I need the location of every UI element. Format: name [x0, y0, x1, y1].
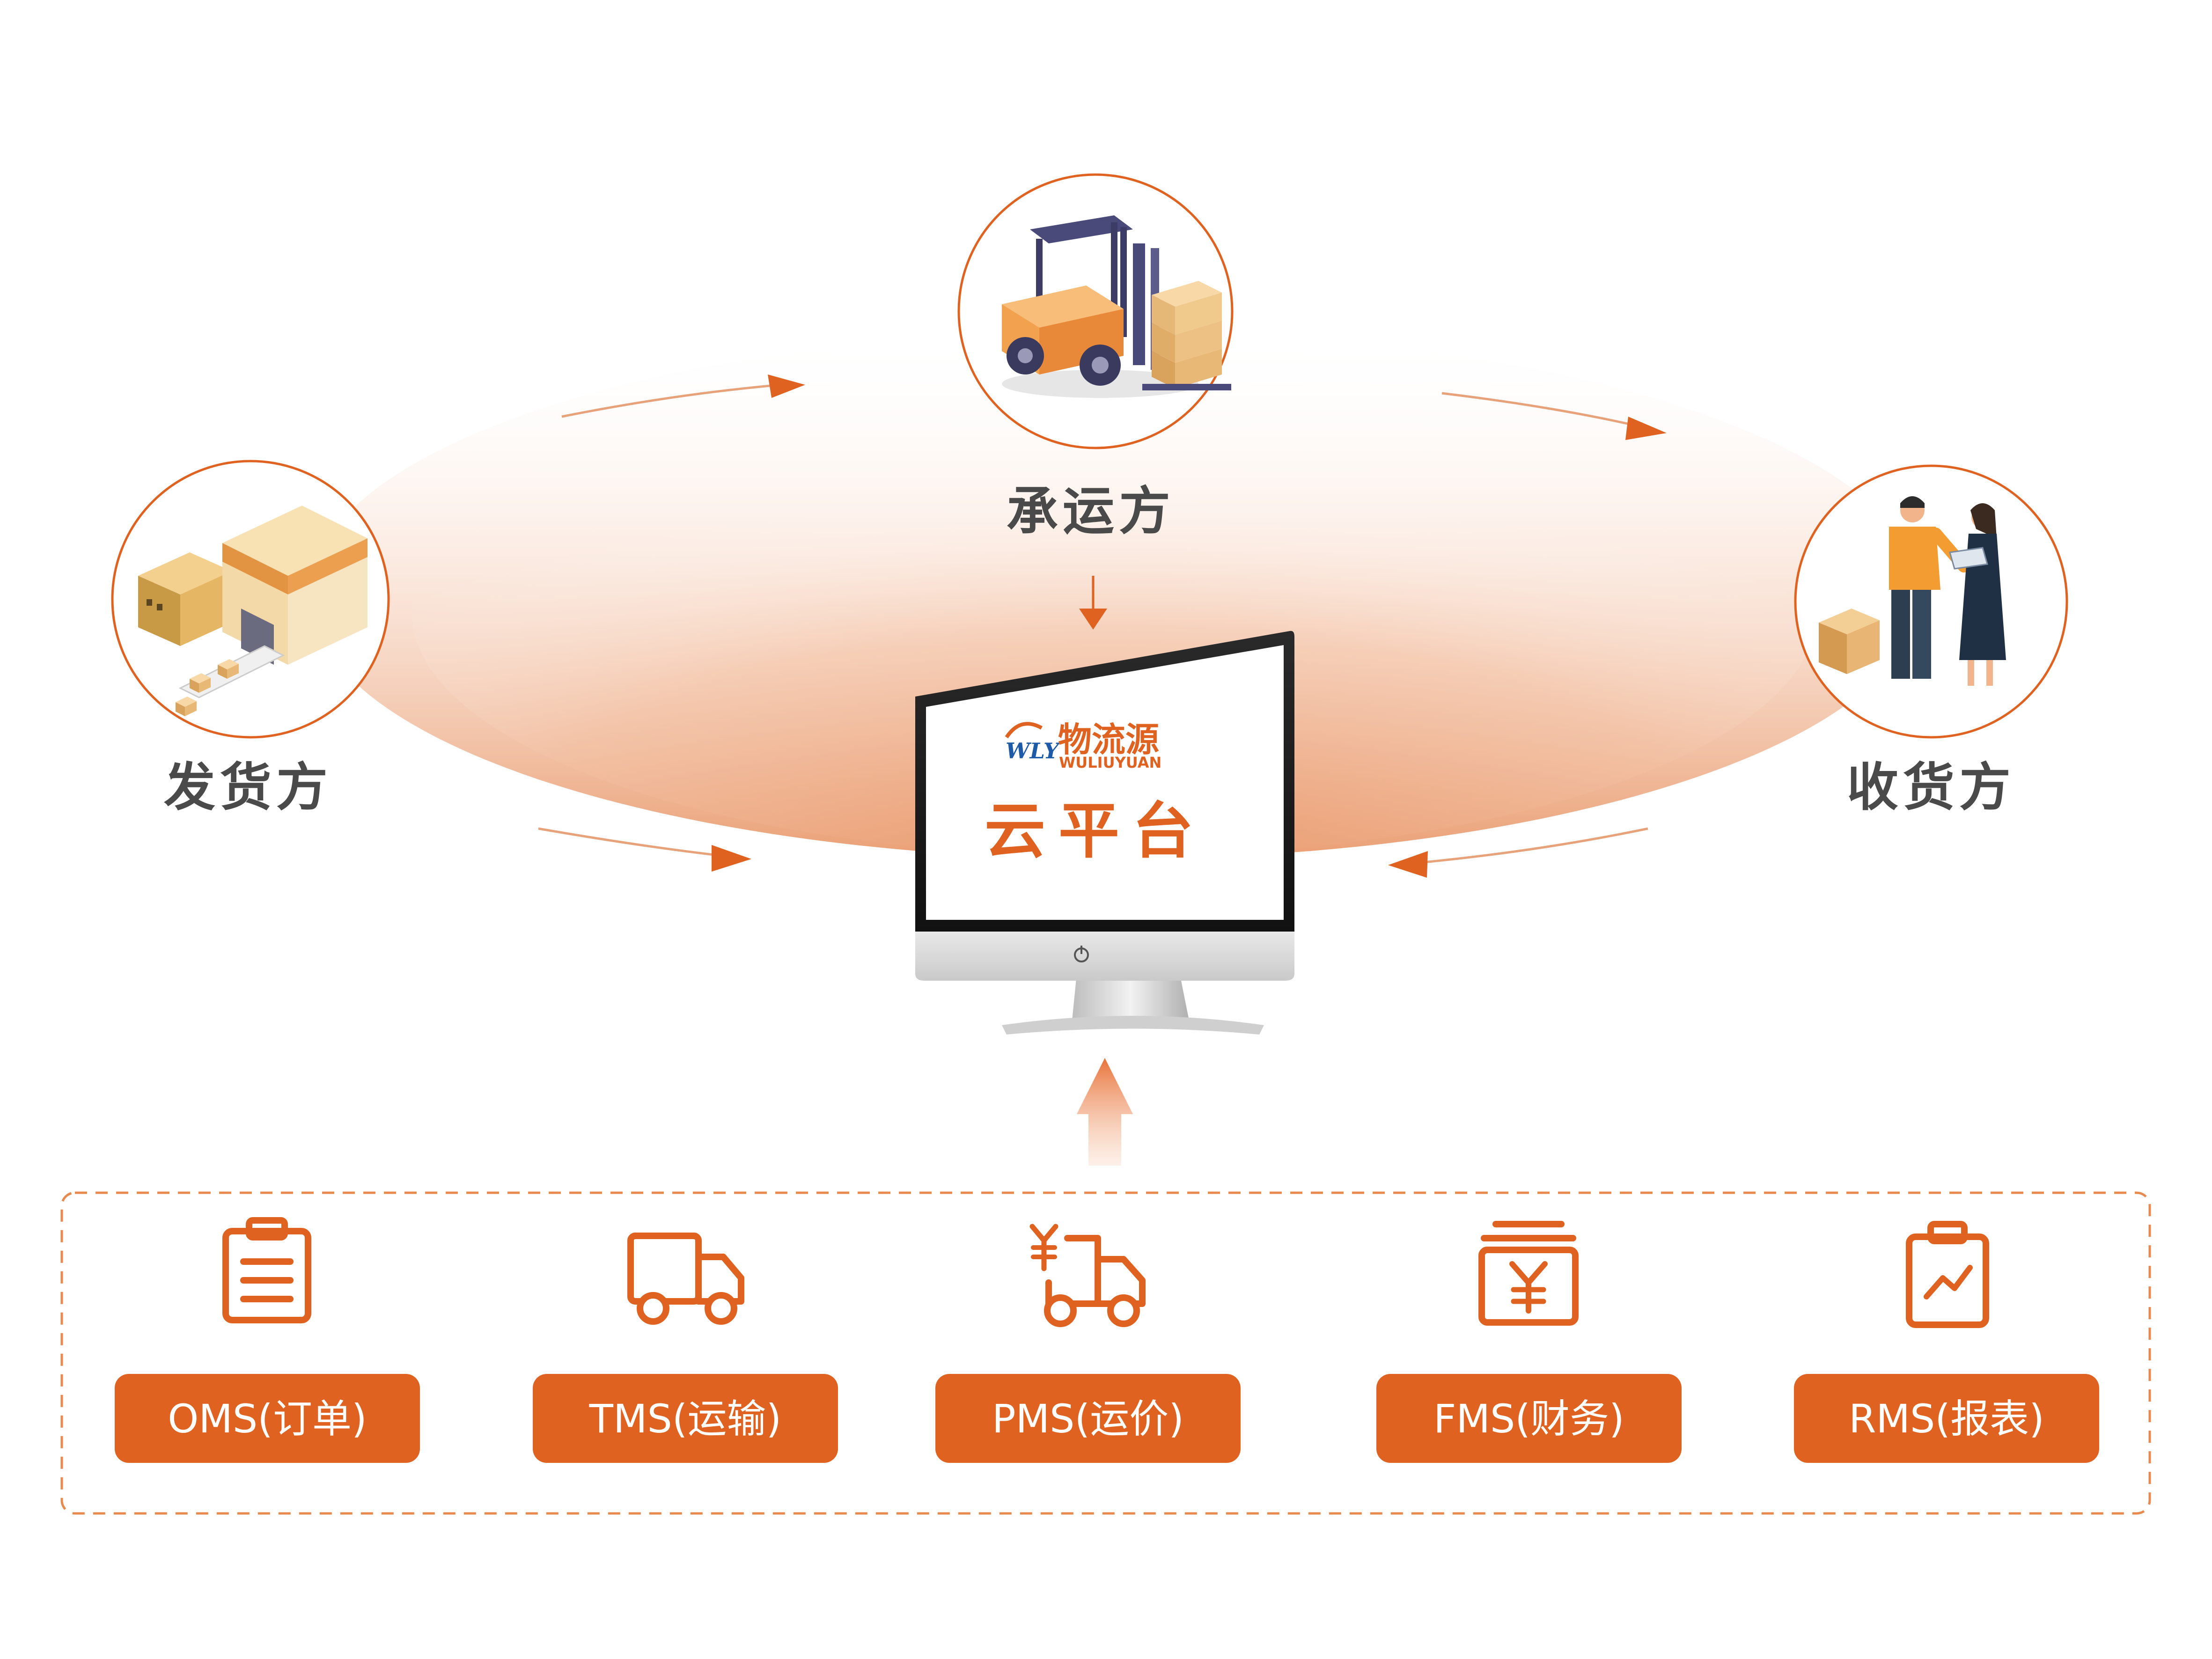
clipboard-chart-icon	[1906, 1221, 1989, 1328]
platform-title: 云平台	[985, 795, 1206, 866]
receiver-label: 收货方	[1847, 757, 2015, 817]
monitor-screen	[926, 645, 1284, 920]
module-label-fms: FMS(财务)	[1433, 1396, 1624, 1442]
delivery-handover-icon	[1819, 496, 2006, 686]
clipboard-list-icon	[222, 1217, 311, 1323]
warehouse-icon	[138, 506, 367, 716]
module-label-oms: OMS(订单)	[168, 1396, 367, 1442]
yuan-truck-icon	[1029, 1224, 1146, 1327]
forklift-icon	[1002, 215, 1231, 398]
logo-cn: 物流源	[1058, 720, 1159, 759]
arrow-shipper-to-carrier	[561, 382, 792, 418]
arrowhead-carrier-to-platform	[1079, 609, 1107, 630]
monitor-chin	[915, 932, 1294, 981]
platform-monitor: WLY 物流源 WULIUYUAN 云平台	[915, 631, 1294, 1035]
module-button-tms[interactable]: TMS(运输)	[533, 1374, 838, 1463]
arrowhead-shipper-to-carrier	[768, 374, 805, 398]
module-label-pms: PMS(运价)	[992, 1396, 1184, 1442]
arrow-shipper-to-platform	[538, 827, 731, 858]
carrier-label: 承运方	[1007, 481, 1175, 541]
module-button-pms[interactable]: PMS(运价)	[935, 1374, 1241, 1463]
modules-panel	[60, 1191, 2151, 1515]
arrowhead-carrier-to-receiver	[1625, 417, 1667, 440]
logo-mark: WLY	[1006, 738, 1061, 763]
logo-en: WULIUYUAN	[1059, 754, 1161, 771]
module-icons	[222, 1217, 1989, 1328]
shipper-node: 发货方	[111, 460, 390, 817]
power-icon	[1074, 946, 1089, 962]
arrow-carrier-to-receiver	[1441, 392, 1648, 430]
module-buttons: OMS(订单) TMS(运输) PMS(运价) FMS(财务) RMS(报表)	[115, 1374, 2099, 1463]
arrowhead-shipper-to-platform	[712, 845, 751, 872]
arrowhead-receiver-to-platform	[1388, 851, 1428, 878]
receiver-node: 收货方	[1794, 464, 2068, 817]
arrow-receiver-to-platform	[1409, 827, 1648, 865]
module-label-tms: TMS(运输)	[589, 1396, 782, 1442]
shipper-label: 发货方	[164, 757, 332, 817]
module-button-oms[interactable]: OMS(订单)	[115, 1374, 420, 1463]
module-button-rms[interactable]: RMS(报表)	[1794, 1374, 2099, 1463]
flow-ellipse	[309, 330, 1919, 859]
platform-logo: WLY 物流源 WULIUYUAN	[1005, 720, 1161, 771]
truck-icon	[627, 1233, 744, 1325]
carrier-node: 承运方	[957, 173, 1234, 541]
module-button-fms[interactable]: FMS(财务)	[1376, 1374, 1682, 1463]
module-label-rms: RMS(报表)	[1849, 1396, 2044, 1442]
modules-up-arrow	[1077, 1058, 1133, 1166]
flow-arrows	[538, 374, 1667, 878]
monitor-stand	[1072, 974, 1189, 1020]
yuan-cash-box-icon	[1478, 1221, 1579, 1326]
